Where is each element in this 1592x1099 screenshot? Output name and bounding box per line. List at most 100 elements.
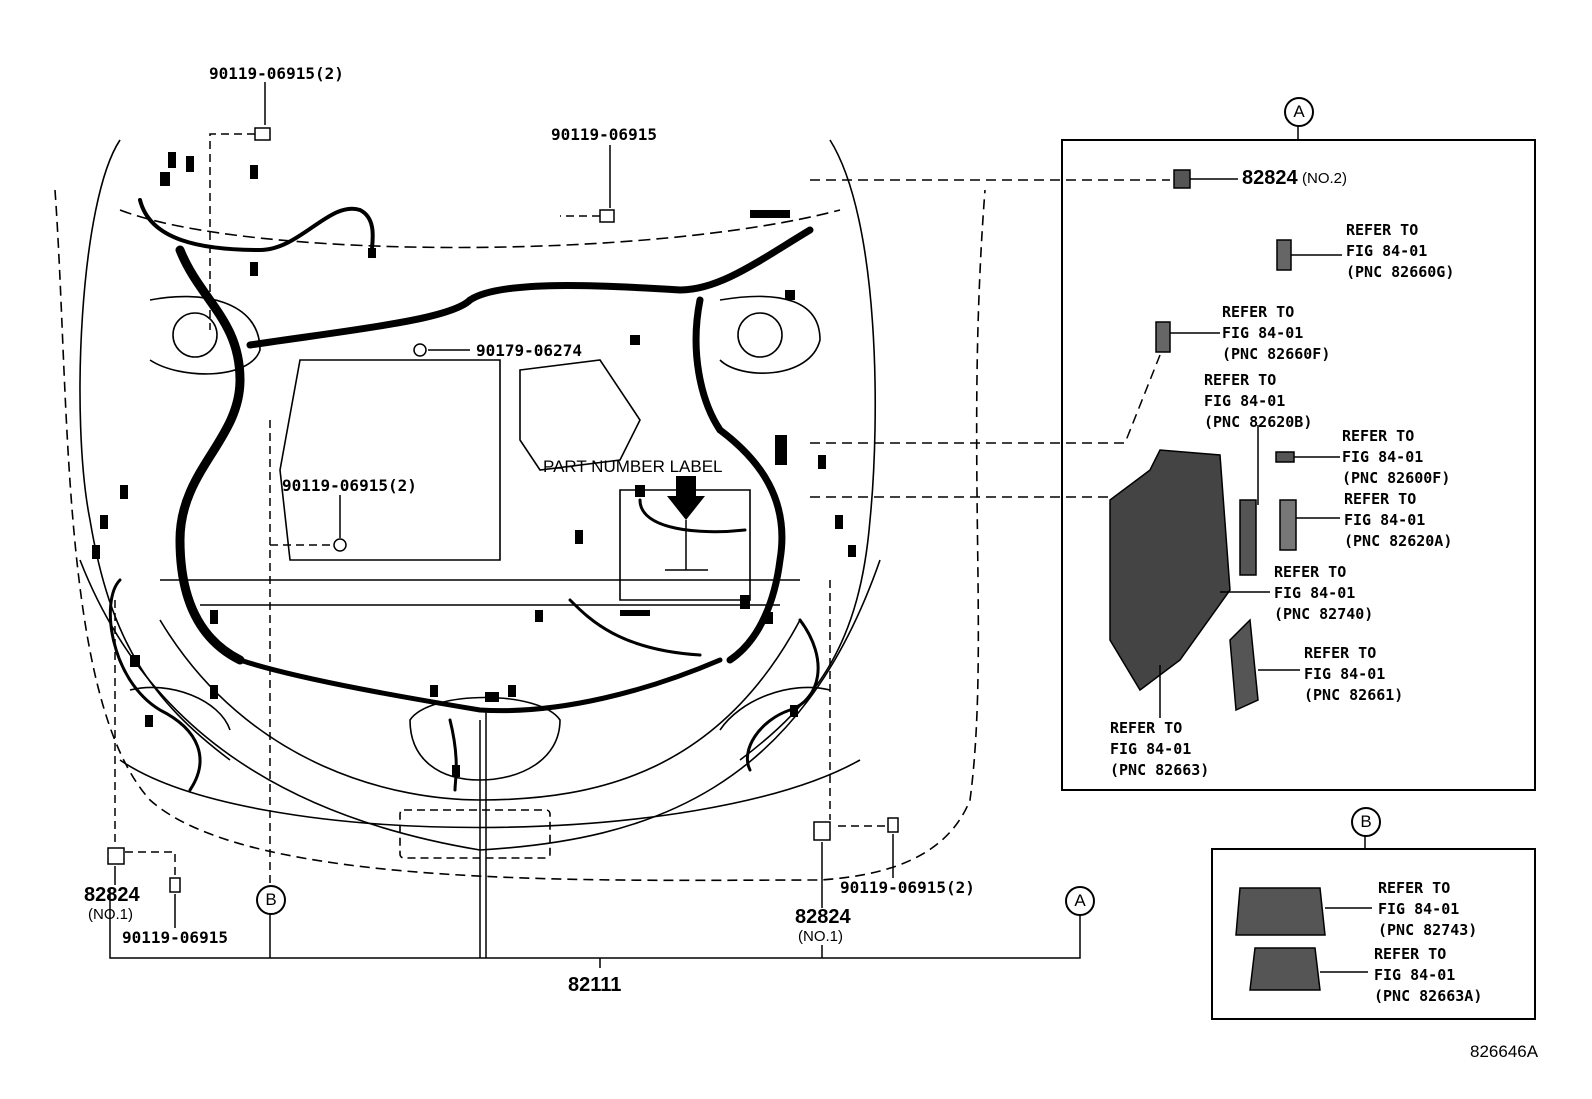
refer-line: REFER TO [1344, 490, 1417, 508]
harness-fog-right [745, 618, 820, 772]
refer-line: REFER TO [1204, 371, 1277, 389]
connector [250, 262, 258, 276]
refer-line: REFER TO [1374, 945, 1447, 963]
detail-box-a [1061, 139, 1536, 791]
refer-note: REFER TO FIG 84-01 (PNC 82663) [1110, 718, 1209, 781]
refer-line: FIG 84-01 [1378, 900, 1460, 918]
callout-b-top: B [1351, 807, 1381, 837]
connector [430, 685, 438, 697]
refer-line: REFER TO [1346, 221, 1419, 239]
label-wire-main: 82111 [568, 974, 622, 996]
bolt-icon [169, 877, 181, 893]
refer-line: FIG 84-01 [1374, 966, 1456, 984]
connector [145, 715, 153, 727]
plate-recess [399, 809, 551, 859]
refer-line: FIG 84-01 [1346, 242, 1428, 260]
connector [485, 692, 499, 702]
arrow-down-icon [667, 476, 705, 520]
refer-line: FIG 84-01 [1344, 511, 1426, 529]
bumper-lower [119, 759, 861, 829]
refer-note: REFER TO FIG 84-01 (PNC 82660F) [1222, 302, 1330, 365]
label-clamp-left-sub: (NO.1) [88, 906, 133, 923]
label-bolt-bottom-right: 90119-06915(2) [840, 878, 975, 897]
bolt-icon [887, 817, 899, 833]
callout-b-bottom: B [256, 885, 286, 915]
connector [92, 545, 100, 559]
harness-front-center [448, 718, 458, 792]
refer-line: FIG 84-01 [1274, 584, 1356, 602]
harness-branch [638, 498, 747, 534]
label-bolt-90179: 90179-06274 [476, 341, 582, 360]
bolt-icon [813, 821, 831, 841]
refer-line: (PNC 82743) [1378, 921, 1478, 939]
relay-icon [1239, 499, 1257, 576]
junction-block-icon [1249, 947, 1321, 991]
connector [765, 612, 773, 624]
connector [785, 290, 795, 300]
connector [186, 156, 194, 172]
connector [620, 610, 650, 616]
relay-icon [1279, 499, 1297, 551]
refer-line: FIG 84-01 [1204, 392, 1286, 410]
fuse-box-icon [1109, 449, 1231, 692]
refer-line: FIG 84-01 [1304, 665, 1386, 683]
connector [775, 435, 787, 465]
refer-line: (PNC 82663) [1110, 761, 1210, 779]
fog-left [129, 686, 231, 731]
connector [210, 685, 218, 699]
relay-icon [1229, 618, 1259, 712]
refer-line: FIG 84-01 [1222, 324, 1304, 342]
connector [575, 530, 583, 544]
connector [508, 685, 516, 697]
label-part-number-label: PART NUMBER LABEL [543, 457, 723, 476]
refer-line: REFER TO [1342, 427, 1415, 445]
connector [210, 610, 218, 624]
refer-note: REFER TO FIG 84-01 (PNC 82663A) [1374, 944, 1482, 1007]
refer-line: (PNC 82663A) [1374, 987, 1483, 1005]
fender-left [79, 139, 231, 761]
harness-cross [246, 226, 814, 349]
grille [409, 696, 561, 781]
label-bolt-top-center: 90119-06915 [551, 125, 657, 144]
refer-note: REFER TO FIG 84-01 (PNC 82620B) [1204, 370, 1312, 433]
connector [635, 485, 645, 497]
refer-line: REFER TO [1110, 719, 1183, 737]
refer-line: REFER TO [1378, 879, 1451, 897]
connector [790, 705, 798, 717]
connector [130, 655, 140, 667]
harness-front [237, 657, 723, 714]
radiator-support [160, 579, 800, 606]
connector [120, 485, 128, 499]
figure-code: 826646A [1470, 1042, 1539, 1061]
refer-note: REFER TO FIG 84-01 (PNC 82660G) [1346, 220, 1454, 283]
refer-line: (PNC 82620B) [1204, 413, 1313, 431]
refer-note: REFER TO FIG 84-01 (PNC 82600F) [1342, 426, 1450, 489]
harness-right [692, 296, 786, 664]
fog-right [719, 686, 831, 731]
harness-top-left [138, 198, 375, 257]
engine-block [279, 359, 501, 561]
label-clamp-right-sub: (NO.1) [798, 928, 843, 945]
refer-note: REFER TO FIG 84-01 (PNC 82620A) [1344, 489, 1452, 552]
junction-block-icon [1235, 887, 1326, 936]
relay-icon [1155, 321, 1171, 353]
strut-right [719, 295, 821, 374]
refer-line: REFER TO [1304, 644, 1377, 662]
callout-a-top: A [1284, 97, 1314, 127]
connector [818, 455, 826, 469]
connector [630, 335, 640, 345]
refer-note: REFER TO FIG 84-01 (PNC 82743) [1378, 878, 1477, 941]
refer-line: FIG 84-01 [1110, 740, 1192, 758]
bolt-icon [333, 538, 347, 552]
refer-line: REFER TO [1222, 303, 1295, 321]
detail-box-b [1211, 848, 1536, 1020]
connector [160, 172, 170, 186]
cowl [119, 209, 841, 249]
connector [835, 515, 843, 529]
label-clamp-right: 82824 [795, 906, 851, 928]
strut-left [149, 295, 261, 375]
car-outline [54, 189, 986, 882]
connector [740, 595, 750, 609]
label-bolt-top-left: 90119-06915(2) [209, 64, 344, 83]
